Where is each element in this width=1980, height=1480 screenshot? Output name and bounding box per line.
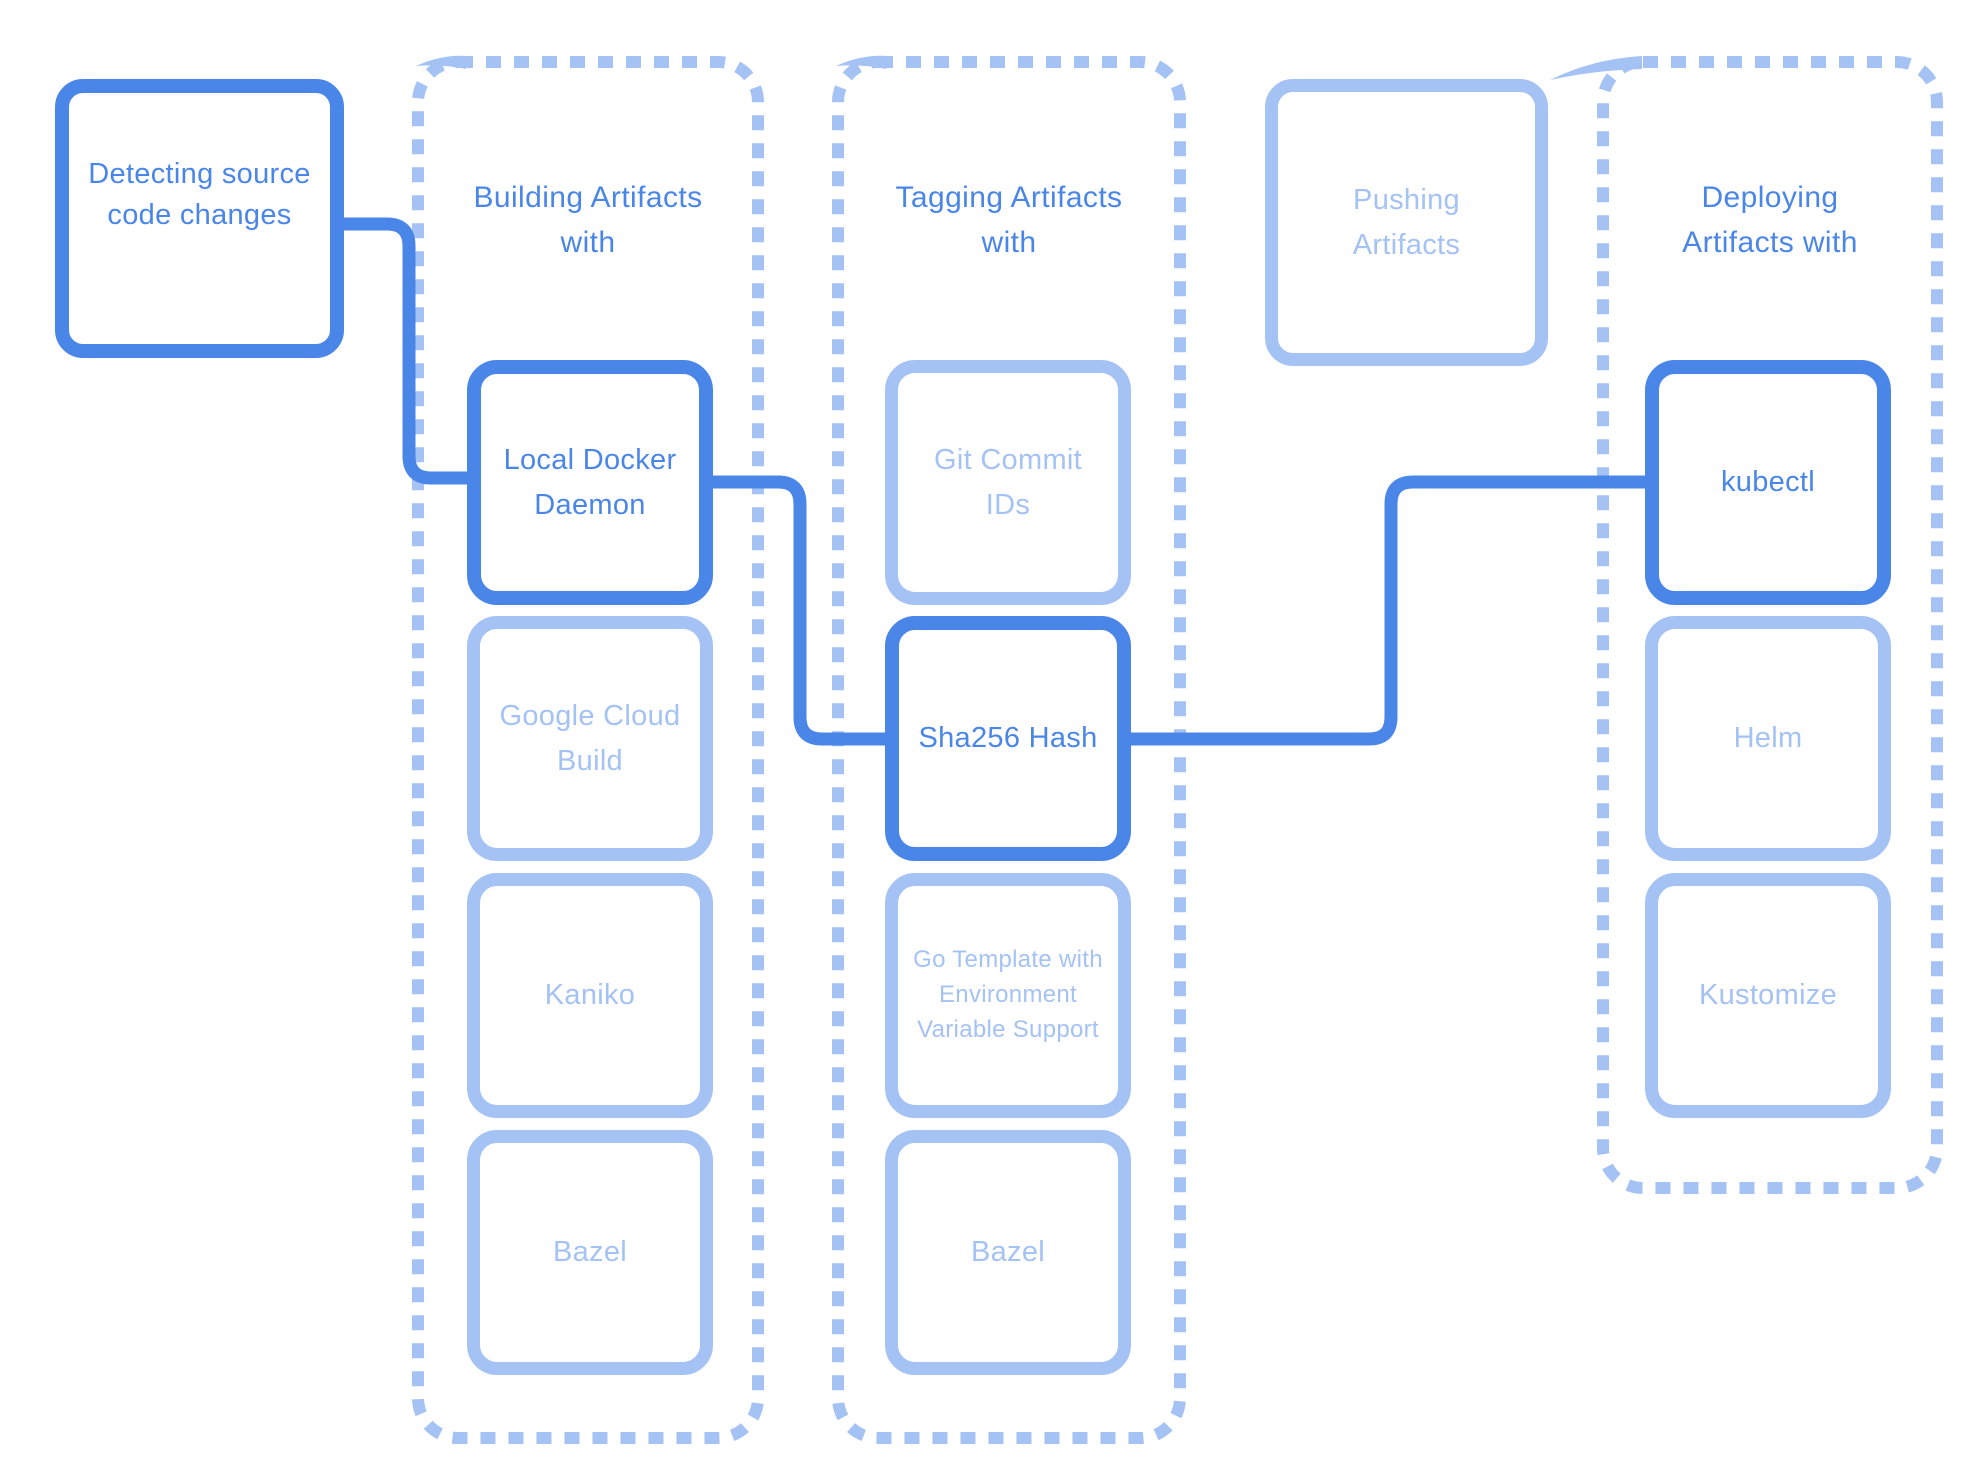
node-helm: Helm (1645, 616, 1891, 861)
node-bazel-tagging: Bazel (885, 1130, 1131, 1375)
dash-swoosh-deploying (1550, 56, 1642, 80)
connector-detect-to-local-docker (336, 217, 477, 485)
node-kustomize: Kustomize (1645, 873, 1891, 1118)
header-tagging-artifacts-with: Tagging Artifacts with (895, 181, 1123, 259)
node-go-template-env-support: Go Template with Environment Variable Su… (885, 873, 1131, 1118)
node-pushing-artifacts: Pushing Artifacts (1265, 79, 1548, 366)
connector-local-docker-to-sha256 (703, 475, 895, 746)
node-kaniko: Kaniko (467, 873, 713, 1118)
node-kubectl: kubectl (1645, 360, 1891, 605)
node-detecting-source-code-changes: Detecting source code changes (55, 79, 344, 358)
dash-swoosh-tagging (836, 55, 888, 69)
connector-sha256-to-kubectl (1121, 475, 1655, 746)
node-git-commit-ids: Git Commit IDs (885, 360, 1131, 605)
node-sha256-hash: Sha256 Hash (885, 616, 1131, 861)
dash-swoosh-building (416, 55, 468, 69)
dashed-container-deploying (1597, 56, 1943, 1194)
header-deploying-artifacts-with: Deploying Artifacts with (1682, 181, 1858, 259)
node-bazel-building: Bazel (467, 1130, 713, 1375)
header-building-artifacts-with: Building Artifacts with (473, 181, 703, 259)
node-local-docker-daemon: Local Docker Daemon (467, 360, 713, 605)
node-google-cloud-build: Google Cloud Build (467, 616, 713, 861)
